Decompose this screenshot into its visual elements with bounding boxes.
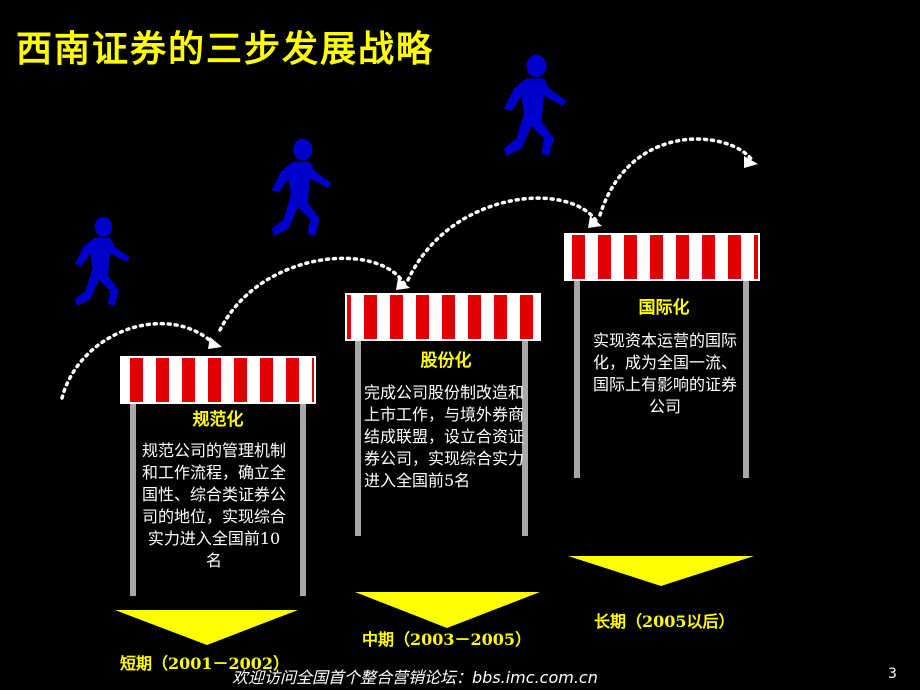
hurdle-icon bbox=[120, 356, 316, 596]
footer-forum-link[interactable]: 欢迎访问全国首个整合营销论坛：bbs.imc.com.cn bbox=[232, 668, 598, 687]
runner-icon bbox=[74, 216, 130, 306]
hurdle-icon bbox=[345, 293, 541, 536]
dotted-arc-arrow bbox=[598, 137, 754, 217]
stage-description-internationalization: 实现资本运营的国际化，成为全国一流、国际上有影响的证券公司 bbox=[592, 331, 737, 416]
page-title: 西南证券的三步发展战略 bbox=[16, 29, 435, 70]
stage-period-short-term: 短期（2001－2002） bbox=[120, 654, 290, 673]
down-arrow-icon bbox=[568, 556, 754, 586]
stage-period-long-term: 长期（2005以后） bbox=[594, 612, 735, 631]
runner-icon bbox=[504, 54, 567, 156]
runner-icon bbox=[271, 138, 332, 236]
down-arrow-icon bbox=[355, 592, 540, 628]
dotted-arc-arrow bbox=[60, 321, 217, 400]
stage-label-standardization: 规范化 bbox=[192, 410, 244, 430]
dotted-arc-arrow bbox=[218, 256, 407, 332]
down-arrow-icon bbox=[115, 610, 298, 645]
stage-label-shareholding: 股份化 bbox=[420, 351, 472, 371]
stage-period-mid-term: 中期（2003－2005） bbox=[362, 630, 532, 649]
stage-description-standardization: 规范公司的管理机制和工作流程，确立全国性、综合类证券公司的地位，实现综合实力进入… bbox=[141, 441, 286, 570]
dotted-arc-arrow bbox=[406, 196, 599, 282]
stage-description-shareholding: 完成公司股份制改造和上市工作，与境外券商结成联盟，设立合资证券公司，实现综合实力… bbox=[364, 383, 525, 490]
hurdle-icon bbox=[564, 233, 760, 478]
stage-label-internationalization: 国际化 bbox=[638, 298, 690, 318]
page-number: 3 bbox=[888, 666, 897, 682]
